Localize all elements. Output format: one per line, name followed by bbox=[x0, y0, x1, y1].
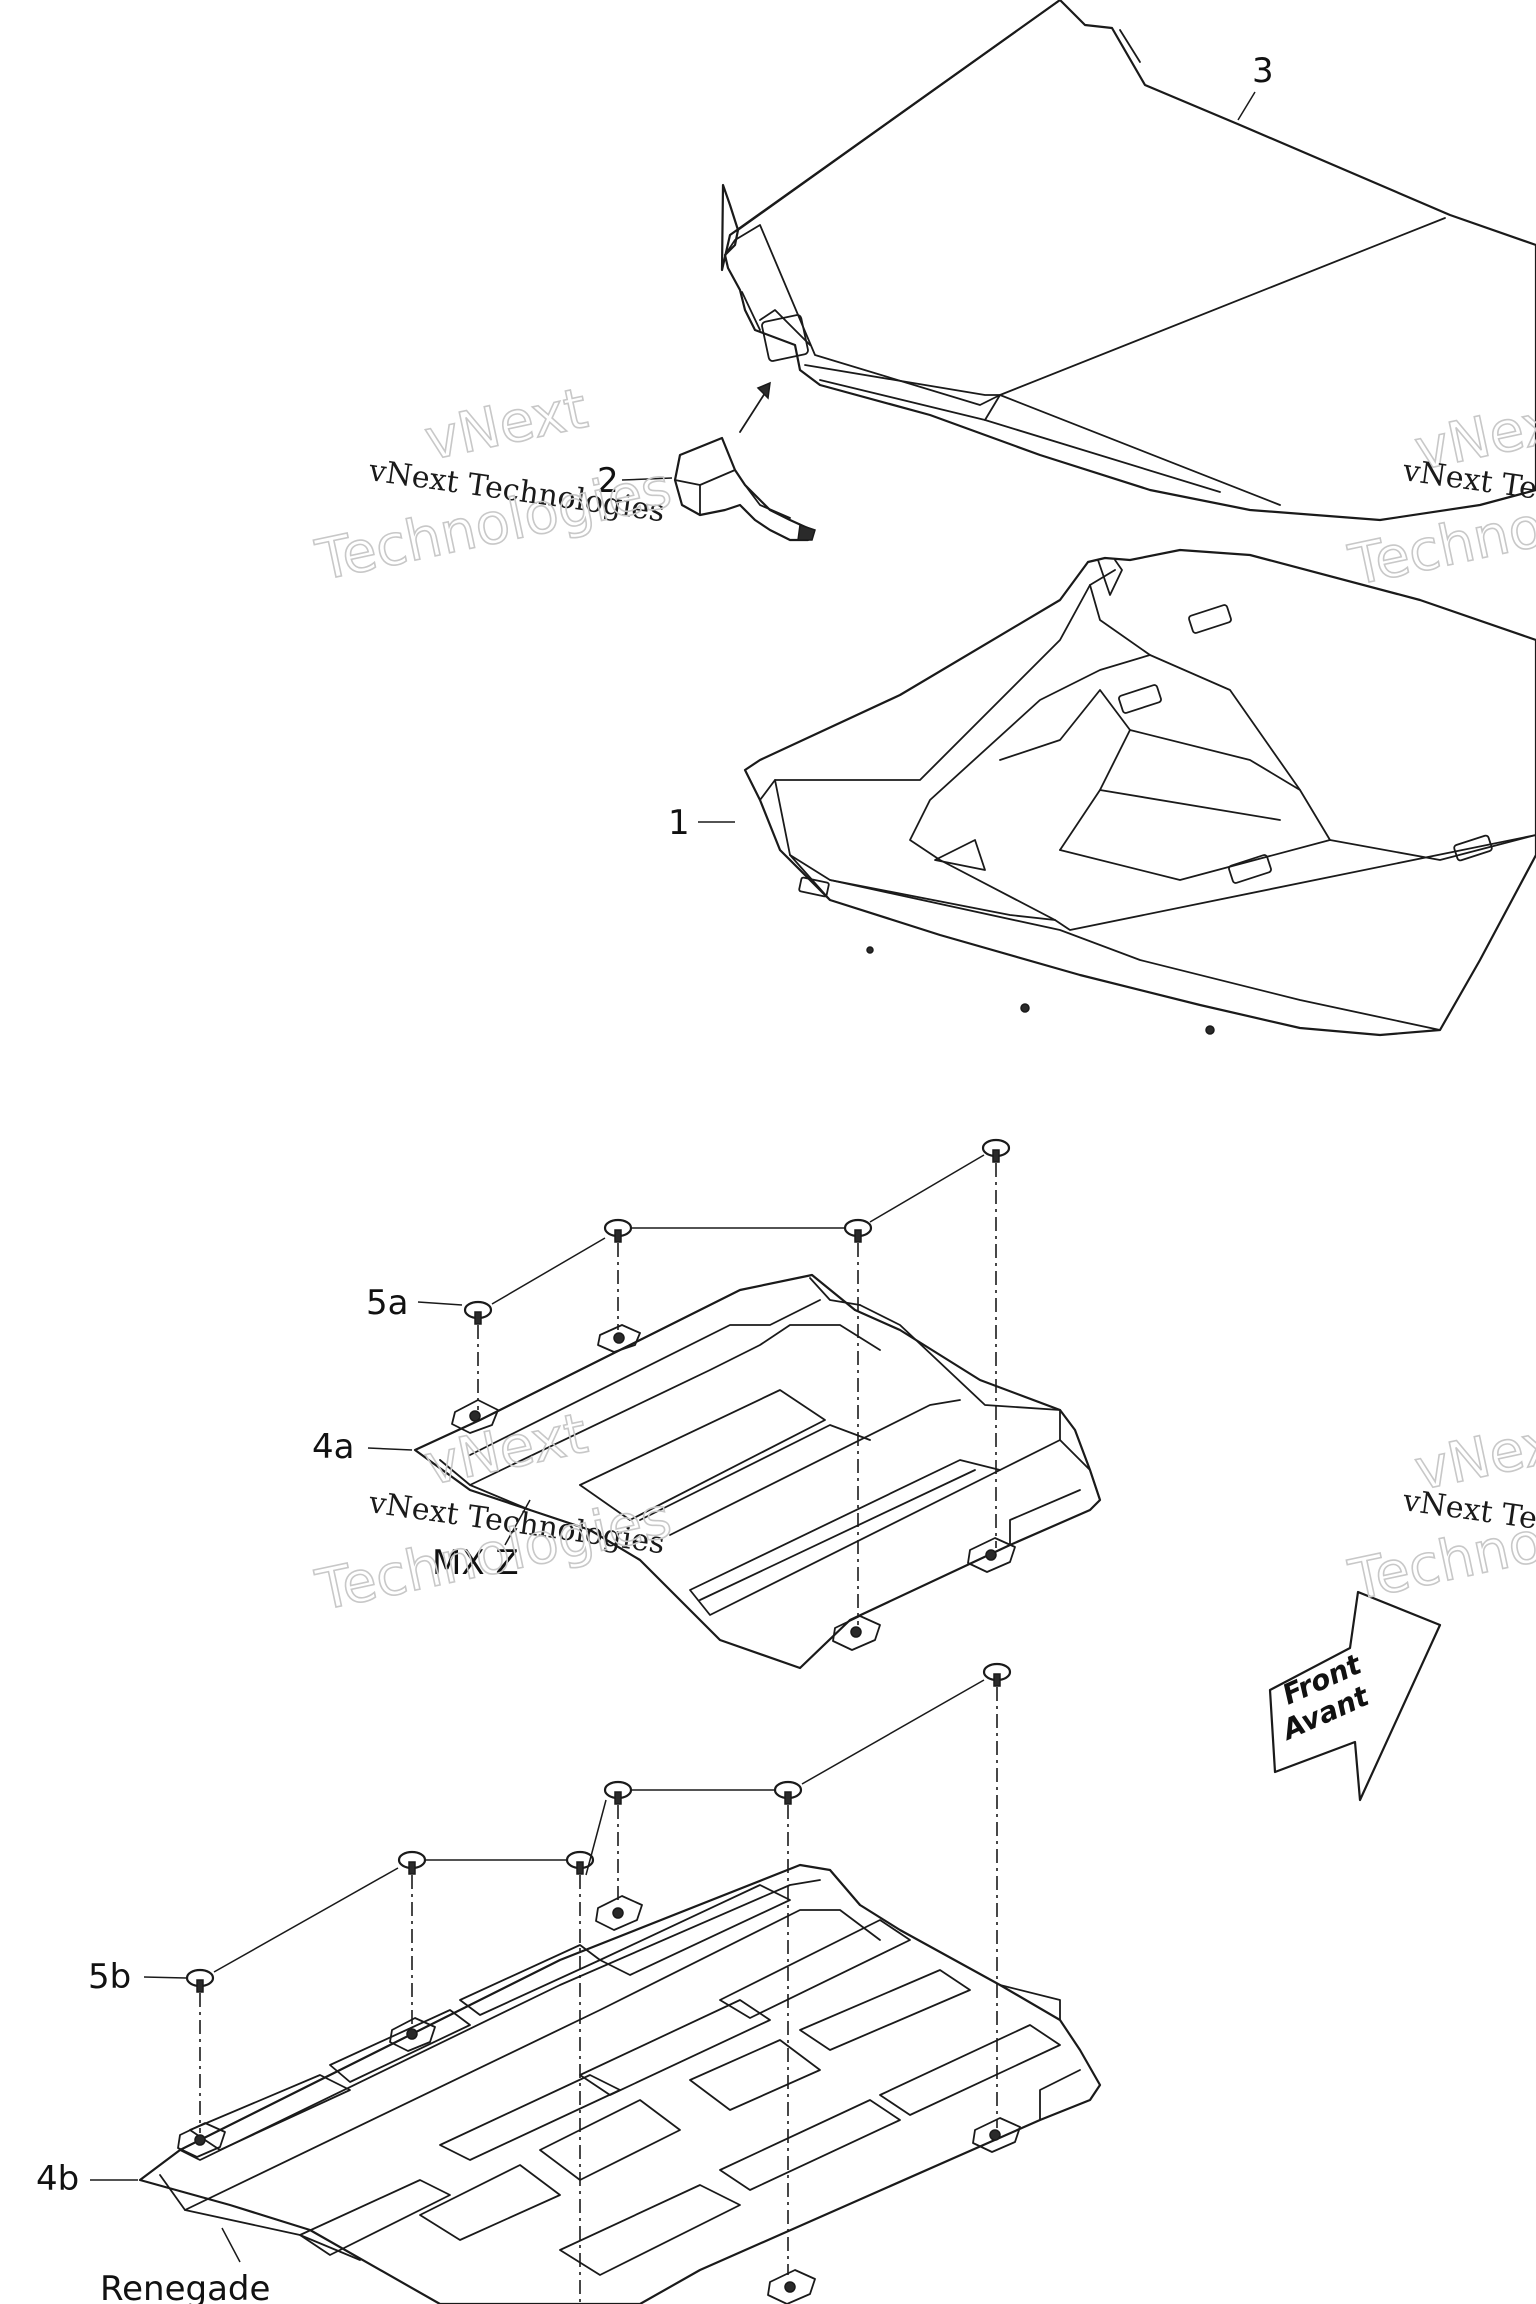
screw-5b-6 bbox=[982, 1662, 1012, 1687]
part-2-clip bbox=[673, 381, 816, 542]
callout-5a-number: 5a bbox=[366, 1283, 408, 1323]
callout-5b-number: 5b bbox=[88, 1957, 131, 1997]
callout-5b: 5b bbox=[88, 1957, 187, 1997]
model-label-renegade: Renegade bbox=[100, 2227, 270, 2304]
screw-5a-2 bbox=[603, 1218, 633, 1243]
part-4b-skid-plate-renegade bbox=[138, 1863, 1102, 2304]
screw-5a-4 bbox=[981, 1138, 1011, 1163]
screw-5b-5 bbox=[773, 1780, 803, 1805]
screw-5b-4 bbox=[603, 1780, 633, 1805]
part-3-hood bbox=[720, 0, 1536, 522]
renegade-label: Renegade bbox=[100, 2269, 270, 2304]
callout-3: 3 bbox=[1237, 51, 1274, 121]
mxz-label: MX Z bbox=[432, 1543, 519, 1583]
front-direction-arrow: Front Avant bbox=[1268, 1590, 1442, 1802]
part-5b-screws bbox=[185, 1662, 1012, 2304]
callout-2: 2 bbox=[597, 461, 673, 501]
callout-4a-number: 4a bbox=[312, 1427, 354, 1467]
watermark-mid-right: vNext vNext Technologies Technologies bbox=[1343, 1405, 1536, 1614]
screw-5b-1 bbox=[185, 1968, 215, 1993]
part-1-belly-pan bbox=[743, 548, 1536, 1037]
model-label-mxz: MX Z bbox=[432, 1499, 531, 1583]
callout-3-number: 3 bbox=[1252, 51, 1274, 91]
screw-5a-3 bbox=[843, 1218, 873, 1243]
callout-1: 1 bbox=[668, 803, 735, 843]
callout-1-number: 1 bbox=[668, 803, 690, 843]
callout-4b: 4b bbox=[36, 2159, 138, 2199]
watermark-outline-top: vNext bbox=[419, 376, 593, 474]
callout-4b-number: 4b bbox=[36, 2159, 79, 2199]
part-5a-screws bbox=[463, 1138, 1011, 1625]
callout-5a: 5a bbox=[366, 1283, 463, 1323]
callout-4a: 4a bbox=[312, 1427, 413, 1467]
screw-5b-3 bbox=[565, 1850, 595, 1875]
screw-5b-2 bbox=[397, 1850, 427, 1875]
watermark-top-left: vNext vNext Technologies Technologies bbox=[310, 375, 678, 594]
callout-2-number: 2 bbox=[597, 461, 619, 501]
screw-5a-1 bbox=[463, 1300, 493, 1325]
part-4a-skid-plate-mxz bbox=[413, 1273, 1102, 1670]
